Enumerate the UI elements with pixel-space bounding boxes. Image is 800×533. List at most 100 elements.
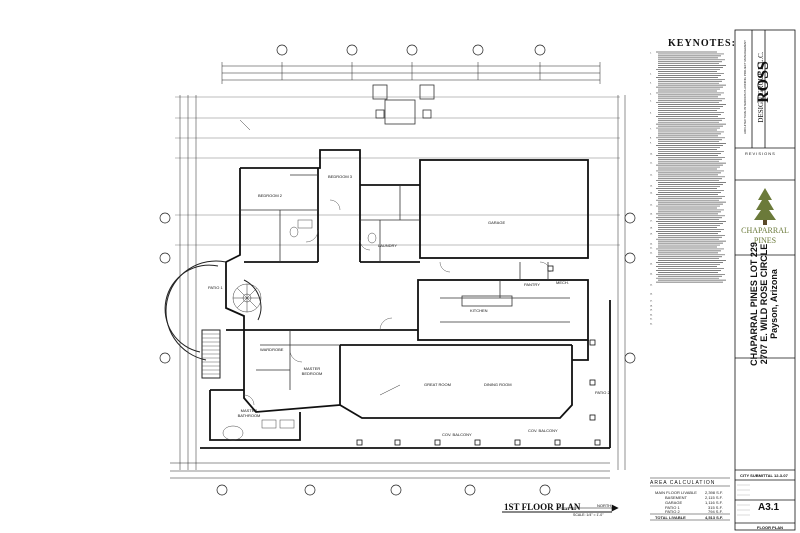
keynote-text: 19.: [650, 233, 653, 236]
keynote-text: 5.: [650, 100, 652, 103]
keynote-item: 23.: [650, 263, 730, 265]
keynote-text: 16.: [650, 212, 653, 216]
keynote-item: 27.: [650, 300, 730, 302]
keynote-text: 7.: [650, 127, 652, 131]
room-label-mech: MECH.: [556, 280, 569, 285]
room-label-master-bathroom: MASTER BATHROOM: [237, 408, 261, 418]
keynote-text: 21.: [650, 247, 653, 250]
keynote-item: 16.: [650, 213, 730, 215]
keynote-item: 26.: [650, 293, 730, 295]
keynote-text: 12.: [650, 173, 653, 177]
keynote-item: 22.: [650, 252, 730, 254]
brand-name-2: PINES: [753, 236, 777, 245]
keynote-text: 2.: [650, 72, 652, 75]
area-row-value: 2,398 S.F.: [705, 490, 724, 495]
keynote-item: 3.: [650, 82, 730, 84]
room-label-pantry: PANTRY: [524, 282, 540, 287]
room-label-laundry: LAUNDRY: [378, 243, 398, 248]
area-row-value: 315 S.F.: [708, 505, 723, 510]
keynote-item: 2.: [650, 73, 730, 75]
keynote-text: 18.: [650, 226, 653, 229]
sheet-title: FLOOR PLAN: [757, 525, 783, 530]
plan-scale: SCALE: 1/4" = 1'-0": [573, 513, 604, 517]
keynote-item: 4.: [650, 93, 730, 95]
area-total-label: TOTAL LIVABLE: [655, 515, 686, 520]
keynotes-list: 1. 2. 3. 4. 5. 6. 7. 8. 9. 10. 11. 12. 1…: [650, 52, 730, 325]
keynote-item: 28.: [650, 305, 730, 307]
keynote-item: 19.: [650, 233, 730, 235]
keynote-item: 14.: [650, 192, 730, 194]
room-label-great-room: GREAT ROOM: [424, 382, 451, 387]
room-label-bedroom-2: BEDROOM 2: [258, 193, 283, 198]
area-row-label: MAIN FLOOR LIVABLE: [655, 490, 697, 495]
keynote-text: 4.: [650, 93, 652, 96]
keynotes-title: KEYNOTES:: [668, 38, 736, 49]
keynote-text: 11.: [650, 162, 653, 165]
area-row-value: 1,116 S.F.: [705, 500, 723, 505]
revisions-label: REVISIONS: [745, 151, 776, 156]
keynote-text: 27.: [650, 300, 653, 303]
room-label-cov-balcony-2: COV. BALCONY: [528, 428, 558, 433]
keynote-item: 25.: [650, 284, 730, 286]
keynote-text: 31.: [650, 318, 653, 321]
keynote-text: 32.: [650, 323, 653, 326]
keynote-item: 21.: [650, 247, 730, 249]
room-label-cov-balcony-1: COV. BALCONY: [442, 432, 472, 437]
keynote-item: 1.: [650, 52, 730, 54]
keynote-text: 30.: [650, 313, 653, 317]
brand-name: CHAPARRAL: [741, 226, 789, 235]
keynote-text: 24.: [650, 272, 653, 275]
tree-logo-icon: [754, 188, 776, 225]
area-row-label: GARAGE: [665, 500, 683, 505]
keynote-item: 15.: [650, 204, 730, 206]
keynote-text: 17.: [650, 219, 653, 222]
keynote-text: 23.: [650, 263, 653, 266]
sheet-number: A3.1: [758, 502, 780, 513]
plan-title: 1ST FLOOR PLAN: [504, 502, 581, 512]
keynote-text: 15.: [650, 203, 653, 206]
keynote-item: 7.: [650, 128, 730, 130]
room-label-garage: GARAGE: [488, 220, 506, 225]
keynote-text: 8.: [650, 136, 652, 140]
keynote-text: 20.: [650, 242, 653, 245]
keynote-item: 18.: [650, 227, 730, 229]
keynote-text: 6.: [650, 111, 652, 114]
keynote-item: 13.: [650, 185, 730, 187]
room-label-master-bedroom: MASTER BEDROOM: [301, 366, 323, 376]
room-label-patio-1: PATIO 1: [208, 285, 223, 290]
keynote-item: 30.: [650, 314, 730, 316]
keynote-item: 6.: [650, 112, 730, 114]
keynote-text: 3.: [650, 81, 652, 85]
keynote-text: 29.: [650, 309, 653, 312]
keynote-item: 32.: [650, 323, 730, 325]
keynote-text: 26.: [650, 293, 653, 296]
keynote-item: 9.: [650, 142, 730, 144]
area-row-value: 2,115 S.F.: [705, 495, 723, 500]
keynote-item: 29.: [650, 309, 730, 311]
keynote-item: 17.: [650, 220, 730, 222]
room-label-dining-room: DINING ROOM: [484, 382, 512, 387]
keynote-text: 10.: [650, 153, 653, 156]
keynote-text: 14.: [650, 192, 653, 195]
keynote-text: 1.: [650, 52, 652, 55]
area-row-label: BASEMENT: [665, 495, 688, 500]
keynote-item: 24.: [650, 273, 730, 275]
keynote-text: 9.: [650, 141, 652, 144]
keynote-item: 20.: [650, 243, 730, 245]
keynote-item: 5.: [650, 100, 730, 102]
submittal-label: CITY SUBMITTAL 12-3-07: [740, 473, 788, 478]
north-label: NORTH: [597, 503, 612, 508]
area-total-value: 4,513 S.F.: [705, 515, 724, 520]
keynote-item: 11.: [650, 162, 730, 164]
keynote-text: 28.: [650, 304, 653, 307]
area-row-label: PATIO 2: [665, 509, 680, 514]
keynote-text: 25.: [650, 283, 653, 287]
keynote-text: 22.: [650, 251, 653, 255]
room-label-wardrobe: WARDROBE: [260, 347, 284, 352]
